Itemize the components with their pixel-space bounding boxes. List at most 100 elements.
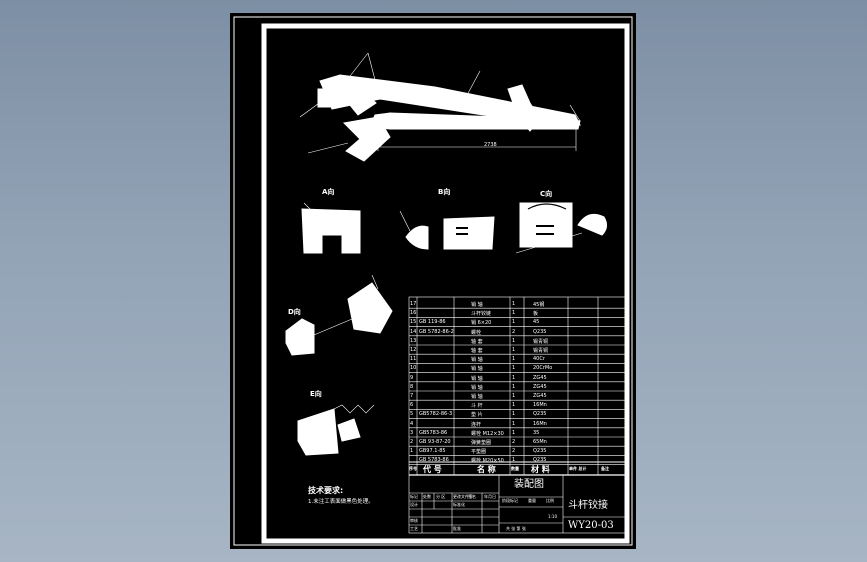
cell-no: 5 [410,411,414,418]
tb-label-review: 审核 [410,518,418,523]
cell-qty: 1 [512,420,516,427]
cell-name: 销 6×20 [471,320,492,327]
view-d-block [347,282,393,334]
cell-name: 斗杆铰链 [471,311,492,318]
tb-label-process: 工艺 [410,526,418,531]
gripper-jaw [342,116,391,162]
cell-name: 销 轴 [471,302,483,308]
cell-mat: 锡青铜 [533,348,549,354]
tb-label-weight: 重量 [528,498,536,503]
parts-list-header: 序号 代 号 名 称 数量 材 料 单件 总计 备注 [409,463,625,475]
tb-label-standard: 标准化 [453,502,465,507]
cell-code: GB5783-86 [419,429,448,436]
header-code: 代 号 [423,465,442,474]
drawing-sheet: 2738 A向 B向 C向 D向 E向 技术要求: 1.未注工表面做黑色处理。 … [230,13,636,549]
cell-mat: 40Cr [533,356,545,363]
header-mat: 材 料 [531,465,550,474]
cell-qty: 2 [512,448,516,455]
view-label-c: C向 [540,190,553,198]
view-d [285,274,393,356]
cell-qty: 2 [512,439,516,445]
view-label-e: E向 [310,390,322,398]
cell-name: 螺栓 M20×50 [471,458,504,465]
cell-no: 17 [410,301,417,307]
cell-code: GB 5782-86-2 [419,328,454,335]
drawing-canvas [233,16,633,546]
cell-name: 销 轴 [471,384,483,391]
cell-qty: 2 [512,328,516,335]
cell-code: GB5782-86-3 [419,411,453,418]
cell-name: 销 轴 [471,375,483,382]
cell-no: 15 [410,319,417,326]
leader-line [367,52,381,100]
drawing-number: WY20-03 [568,520,614,531]
parts-table-grid [408,296,626,534]
tb-label-mark: 标记 [410,494,418,499]
cell-name: 斗 杆 [471,403,483,410]
tb-label-approve: 批准 [453,526,461,531]
cell-name: 轴 套 [471,348,483,354]
cell-no: 2 [410,439,414,445]
cell-no: 3 [410,429,414,436]
cell-mat: Q235 [533,457,547,464]
table-row: 7 销 轴 1 ZG45 [409,391,625,401]
header-note: 备注 [601,466,609,471]
upper-arm [319,74,581,126]
cell-mat: ZG45 [533,393,547,399]
cell-mat: 45 [533,319,540,326]
cell-qty: 1 [512,310,516,317]
scale-value: 1:10 [548,514,557,519]
cell-qty: 1 [512,347,516,353]
leader-line [339,52,369,90]
tech-requirements-title: 技术要求: [308,486,344,495]
view-e-tab [337,418,361,442]
tb-label-change-doc: 更改文件号 [453,494,473,499]
cell-name: 连杆 [471,421,482,428]
cell-qty: 1 [512,301,516,307]
sheet-info: 共 张 第 张 [506,526,526,531]
cell-code: GB 119-86 [419,319,446,326]
cell-mat: Q235 [533,448,547,455]
leader-line [569,104,581,122]
header-weight: 单件 总计 [569,466,587,471]
header-qty: 数量 [511,466,519,471]
view-d-small [285,318,315,356]
table-row: 1 GB97.1-85 平垫圈 2 Q235 [409,446,625,456]
cell-name: 销 轴 [471,394,483,400]
cell-qty: 1 [512,393,516,399]
cell-mat: Q235 [533,411,547,418]
leader-line [299,100,323,118]
view-c-profile [577,213,608,236]
cell-no: 14 [410,328,417,335]
cell-name: 垫 片 [471,412,483,419]
cell-name: 平垫圈 [471,449,487,456]
left-bracket [317,88,333,108]
cell-name: 螺栓 M12×30 [471,430,504,437]
cell-name: 弹簧垫圈 [471,440,492,446]
cell-qty: 1 [512,429,516,436]
cell-qty: 1 [512,319,516,326]
cell-mat: ZG45 [533,383,547,390]
cell-no: 13 [410,337,417,344]
view-b-body [443,216,495,250]
tb-label-design: 设计 [410,502,418,507]
cell-code: GB97.1-85 [419,448,446,455]
view-a [301,202,361,254]
cell-mat: Q235 [533,328,547,335]
cell-no: 1 [410,448,414,455]
cell-no: 7 [410,393,414,399]
cell-no: 6 [410,402,414,409]
cell-qty: 1 [512,383,516,390]
inner-frame [261,23,630,544]
cell-mat: 锡青铜 [533,338,549,345]
